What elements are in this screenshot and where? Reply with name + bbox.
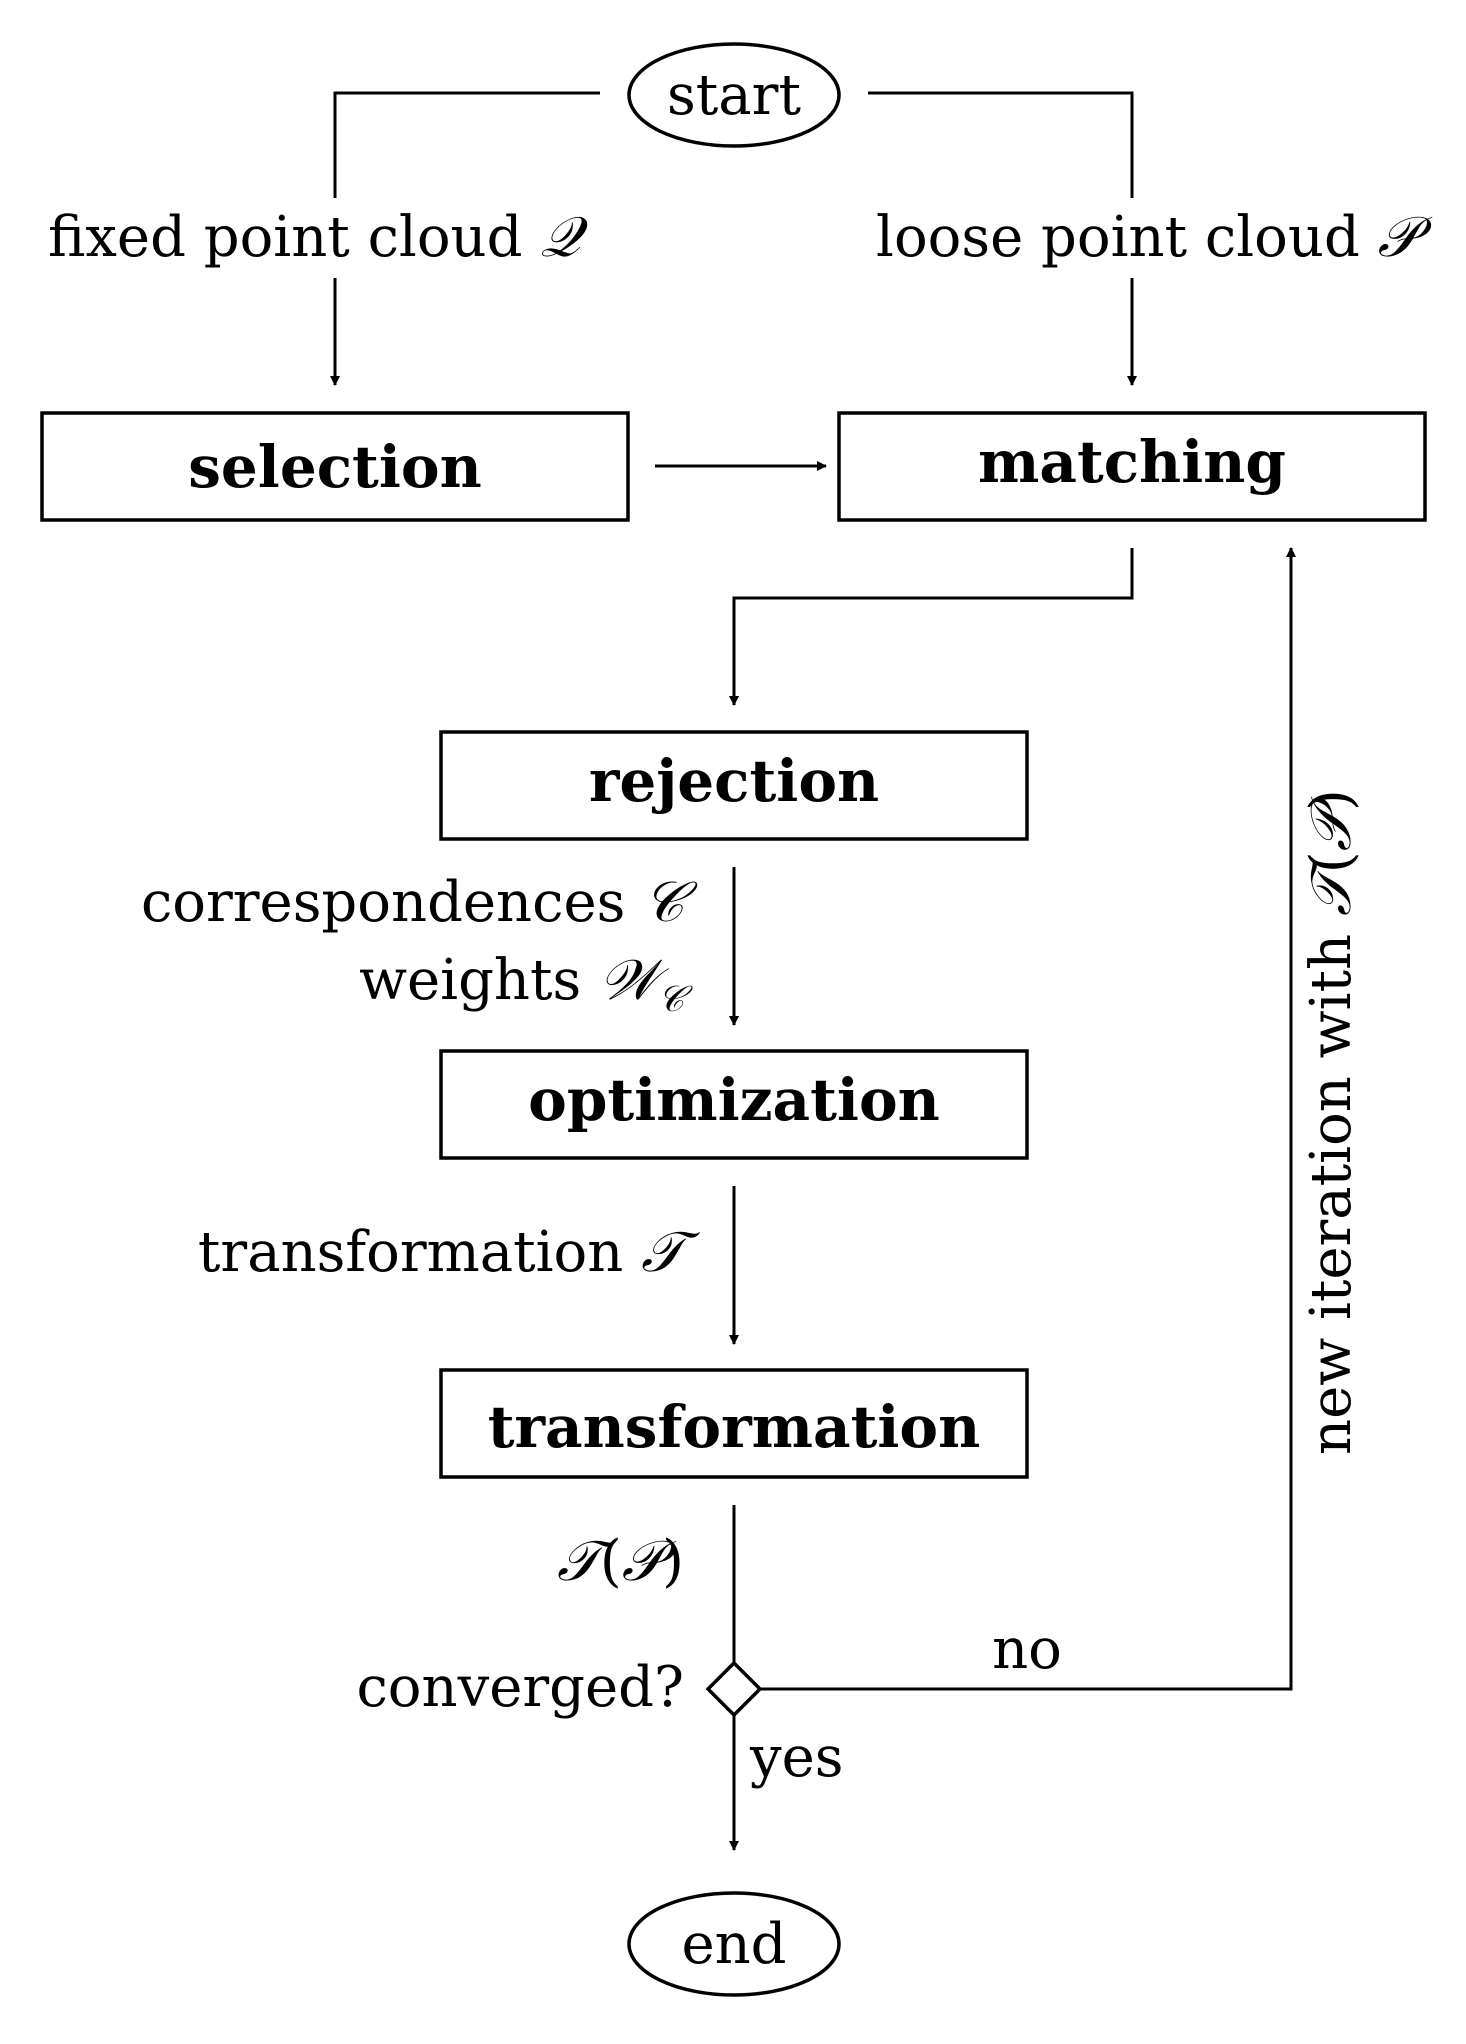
- start-to-selection-connector: [333, 91, 600, 198]
- no-label: no: [992, 1617, 1062, 1682]
- selection-box: [40, 411, 630, 522]
- start-label: start: [667, 63, 801, 128]
- transformation-t-label: transformation 𝒯: [198, 1220, 700, 1285]
- converged-decision: [705, 1660, 763, 1718]
- transformation-box: [439, 1368, 1029, 1479]
- matching-box: [837, 411, 1427, 522]
- transformation-label: transformation: [488, 1393, 981, 1461]
- t-of-p-label: 𝒯(𝒫): [557, 1529, 684, 1594]
- weights-label: weights 𝒲𝒞: [359, 948, 694, 1020]
- converged-label: converged?: [356, 1655, 684, 1720]
- rejection-label: rejection: [589, 747, 879, 815]
- loose-point-cloud-label: loose point cloud 𝒫: [876, 205, 1433, 270]
- new-iteration-label: new iteration with 𝒯(𝒫): [1299, 789, 1364, 1455]
- matching-to-rejection-arrow: [729, 548, 1134, 706]
- selection-label: selection: [188, 433, 481, 501]
- end-label: end: [681, 1912, 786, 1977]
- start-to-matching-connector: [868, 91, 1134, 198]
- loop-back-to-matching-arrow: [760, 547, 1296, 1691]
- optimization-box: [439, 1049, 1029, 1160]
- optimization-label: optimization: [528, 1066, 940, 1134]
- fixed-point-cloud-label: fixed point cloud 𝒬: [48, 205, 588, 270]
- end-terminal: [627, 1891, 841, 1997]
- rejection-box: [439, 730, 1029, 841]
- yes-label: yes: [749, 1725, 844, 1790]
- correspondences-label: correspondences 𝒞: [141, 870, 698, 935]
- matching-label: matching: [978, 428, 1286, 496]
- start-terminal: [627, 42, 841, 148]
